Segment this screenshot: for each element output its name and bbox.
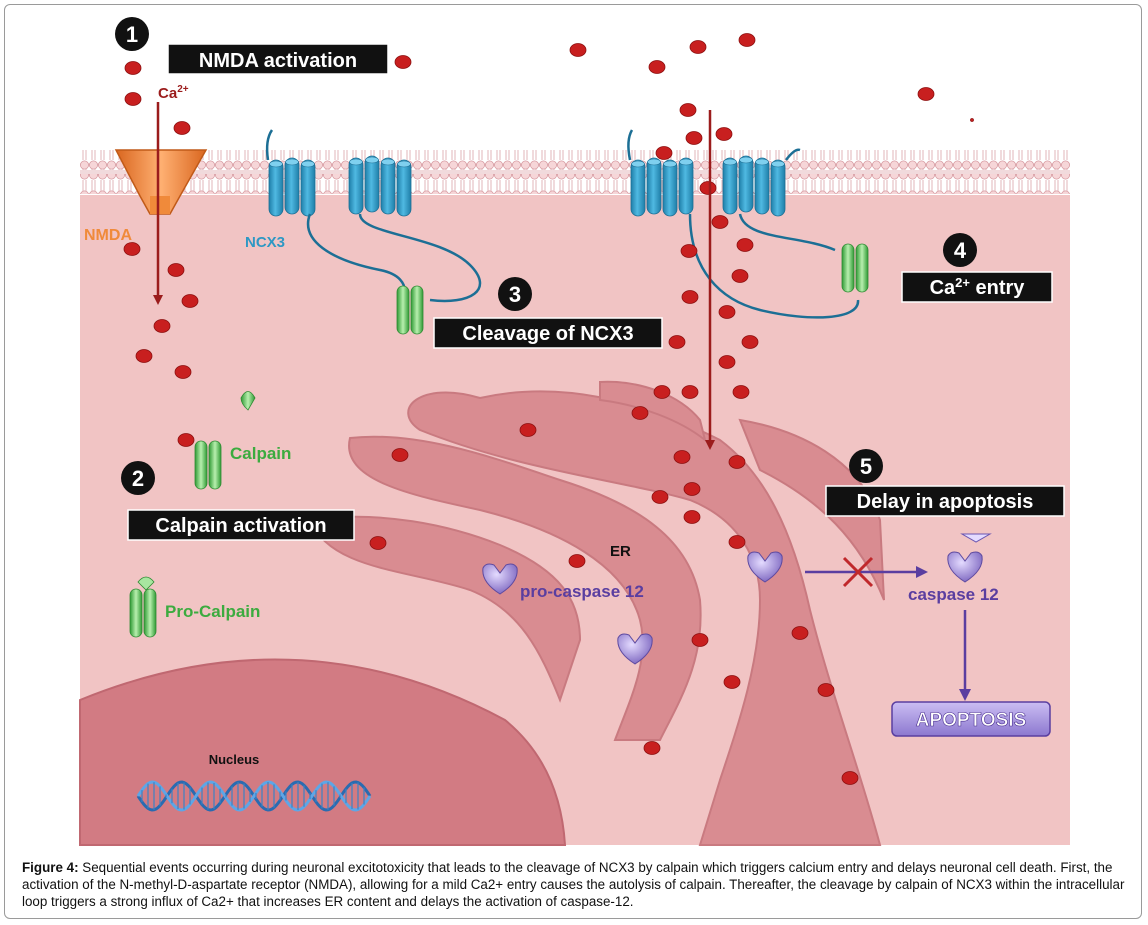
calcium-ion <box>691 633 709 647</box>
ca-ion-label: Ca2+ <box>158 84 189 102</box>
calcium-ion <box>391 448 409 462</box>
calcium-ion <box>519 423 537 437</box>
calcium-ion <box>683 482 701 496</box>
figure-caption: Figure 4: Sequential events occurring du… <box>22 859 1128 910</box>
calcium-ion <box>689 40 707 54</box>
nmda-label: NMDA <box>84 227 132 244</box>
pro-calpain-cap-icon <box>137 576 155 591</box>
pro-calpain-label: Pro-Calpain <box>165 602 260 621</box>
endoplasmic-reticulum <box>308 380 885 846</box>
calcium-ion <box>369 536 387 550</box>
ncx3-transporter-right <box>627 129 860 319</box>
calcium-ion <box>681 290 699 304</box>
calcium-ion <box>673 450 691 464</box>
step-2-box <box>127 509 355 541</box>
step-4-box <box>901 271 1053 303</box>
step-2-badge <box>121 461 155 495</box>
step-4-number: 4 <box>954 238 967 263</box>
calcium-ion <box>711 215 729 229</box>
calcium-ion <box>394 55 412 69</box>
calpain-fragment-icon <box>240 391 256 411</box>
calcium-ion <box>123 242 141 256</box>
step-3-box <box>433 317 663 349</box>
nucleus-label: Nucleus <box>209 752 260 767</box>
calcium-ion <box>736 238 754 252</box>
calcium-ion <box>648 60 666 74</box>
calcium-ion <box>655 146 673 160</box>
nucleus <box>79 658 567 846</box>
calcium-ion <box>970 118 974 122</box>
step-1-box <box>167 43 389 75</box>
calcium-ion <box>174 365 192 379</box>
block-x-icon <box>842 556 874 588</box>
calcium-ions <box>123 33 974 785</box>
calcium-ion <box>683 510 701 524</box>
apoptosis-box <box>891 701 1051 737</box>
calcium-ion <box>124 92 142 106</box>
step-5-number: 5 <box>860 454 872 479</box>
calcium-ion <box>728 455 746 469</box>
calcium-ion <box>715 127 733 141</box>
calcium-ion <box>791 626 809 640</box>
calcium-ion <box>718 305 736 319</box>
calcium-ion <box>741 335 759 349</box>
step-3-number: 3 <box>509 282 521 307</box>
calcium-ion <box>718 355 736 369</box>
caption-label: Figure 4: <box>22 860 79 875</box>
calcium-ion <box>569 43 587 57</box>
calcium-ion <box>181 294 199 308</box>
step-5-badge <box>849 449 883 483</box>
calcium-ion <box>153 319 171 333</box>
calcium-ion <box>568 554 586 568</box>
calcium-ion <box>668 335 686 349</box>
nmda-receptor <box>114 149 208 215</box>
caspase-prodomain-icon <box>960 533 992 543</box>
calcium-ion <box>679 103 697 117</box>
step-4-label: Ca2+ entry <box>930 275 1026 299</box>
step-2-label: Calpain activation <box>155 515 326 537</box>
step-3-label: Cleavage of NCX3 <box>462 323 633 345</box>
calcium-ion <box>917 87 935 101</box>
calcium-ion <box>817 683 835 697</box>
step-5-label: Delay in apoptosis <box>857 491 1034 513</box>
caspase-12-label: caspase 12 <box>908 585 999 604</box>
calcium-ion <box>643 741 661 755</box>
er-label: ER <box>610 543 631 560</box>
calcium-ion <box>728 535 746 549</box>
calcium-ion <box>723 675 741 689</box>
step-2-number: 2 <box>132 466 144 491</box>
calcium-ion <box>685 131 703 145</box>
calcium-ion <box>631 406 649 420</box>
pro-caspase-12-label: pro-caspase 12 <box>520 582 644 601</box>
calcium-ion <box>135 349 153 363</box>
cell-membrane <box>80 150 1070 194</box>
caption-text: Sequential events occurring during neuro… <box>22 860 1125 909</box>
ncx3-label: NCX3 <box>245 234 285 251</box>
calcium-ion <box>653 385 671 399</box>
calcium-ion <box>732 385 750 399</box>
calcium-ion <box>738 33 756 47</box>
step-1-badge <box>115 17 149 51</box>
step-3-badge <box>498 277 532 311</box>
calcium-ion <box>680 244 698 258</box>
calcium-ion <box>124 61 142 75</box>
step-1-label: NMDA activation <box>199 50 357 72</box>
apoptosis-label: APOPTOSIS <box>916 710 1027 731</box>
excitotoxicity-diagram: APOPTOSIS 1 NMDA activation 2 Calpain ac… <box>79 17 1070 846</box>
dna-helix-icon <box>136 780 372 812</box>
step-1-number: 1 <box>126 22 138 47</box>
calcium-ion <box>681 385 699 399</box>
calcium-ion <box>841 771 859 785</box>
calcium-ion <box>699 181 717 195</box>
calpain-label: Calpain <box>230 444 291 463</box>
calcium-ion <box>177 433 195 447</box>
calcium-ion <box>173 121 191 135</box>
step-4-badge <box>943 233 977 267</box>
calcium-ion <box>651 490 669 504</box>
calcium-ion <box>731 269 749 283</box>
calcium-ion <box>167 263 185 277</box>
step-5-box <box>825 485 1065 517</box>
